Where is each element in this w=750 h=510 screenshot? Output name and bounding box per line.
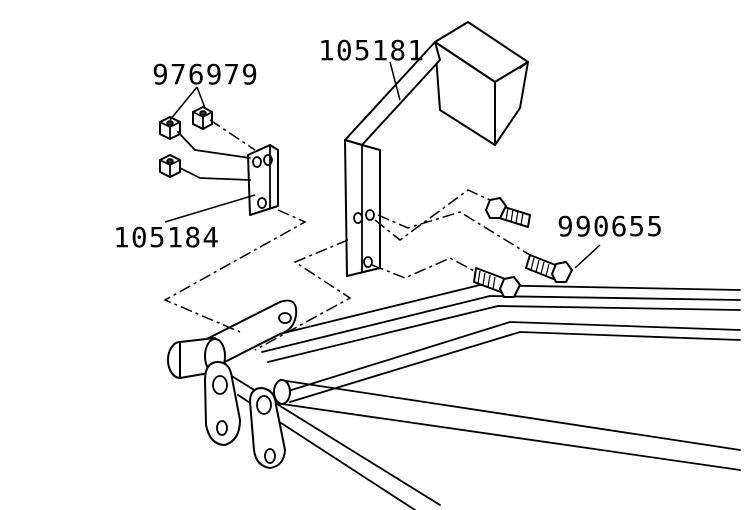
leader-lines	[164, 61, 601, 269]
nut-3	[159, 154, 181, 178]
bolts-990655	[473, 197, 573, 298]
guard-part-105181	[344, 21, 529, 277]
callout-bolt: 990655	[557, 210, 664, 243]
bolt-1	[485, 197, 531, 228]
callout-bracket: 105184	[113, 221, 220, 254]
nut-1	[192, 106, 213, 130]
callout-guard: 105181	[318, 34, 425, 67]
callout-nut: 976979	[152, 58, 259, 91]
bolt-3	[473, 267, 521, 298]
bolt-2	[525, 254, 573, 283]
bracket-part-105184	[247, 144, 279, 216]
axle-frame-assembly	[167, 284, 741, 510]
assembly-lines	[163, 119, 531, 351]
nut-2	[159, 116, 181, 140]
nuts-976979	[159, 106, 213, 178]
